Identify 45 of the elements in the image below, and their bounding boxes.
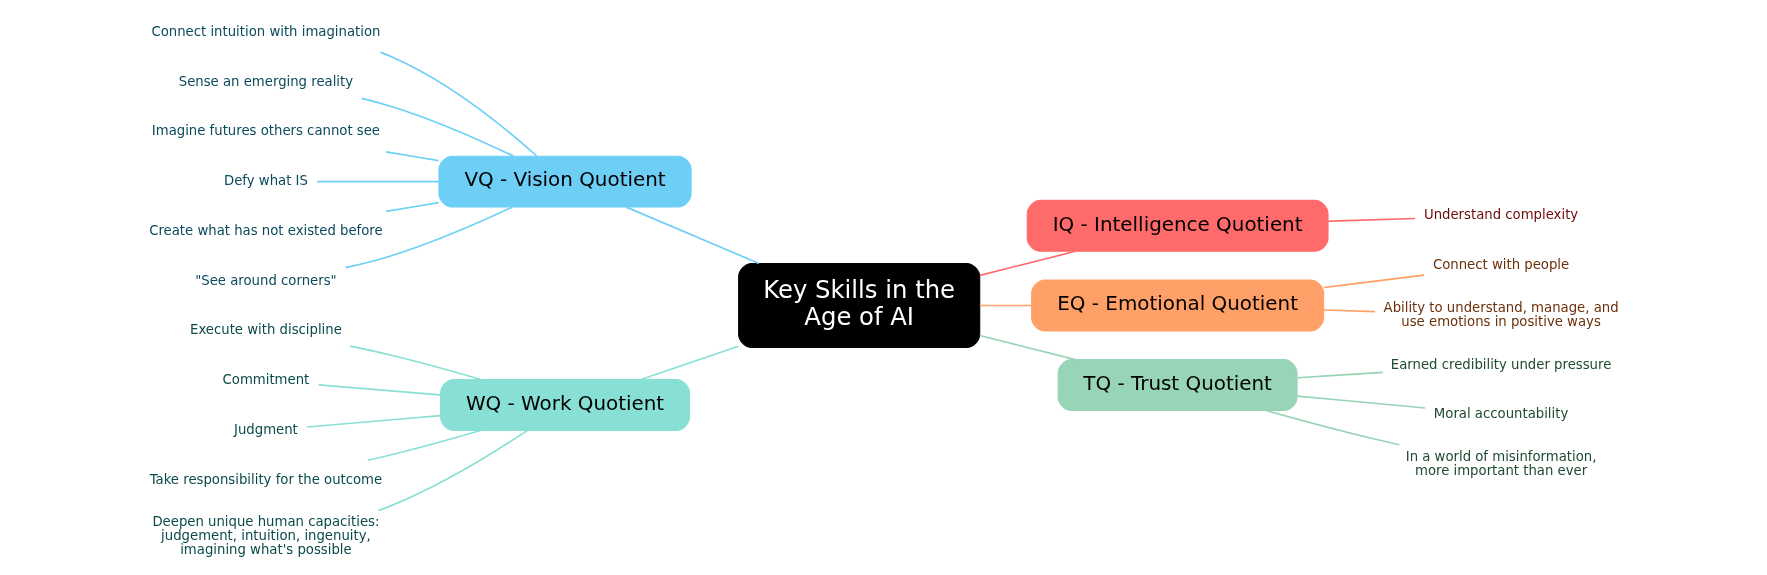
connector — [377, 429, 528, 512]
node-text: Earned credibility under pressure — [1390, 356, 1612, 372]
connector — [317, 384, 442, 396]
connector — [1327, 217, 1416, 223]
node-box: IQ - Intelligence Quotient — [1026, 199, 1329, 252]
node-box: Key Skills in the Age of AI — [738, 262, 981, 349]
connector — [367, 429, 482, 462]
node-text: In a world of misinformation, more important than ever — [1405, 448, 1597, 479]
node-text: Commitment — [222, 372, 310, 388]
connector — [1265, 409, 1401, 446]
node-text: Imagine futures others cannot see — [151, 123, 381, 139]
node-text: Take responsibility for the outcome — [149, 471, 383, 487]
node-text: Create what has not existed before — [149, 222, 383, 238]
connector — [1296, 371, 1384, 379]
connector — [1323, 274, 1425, 289]
node-text: Deepen unique human capacities: judgement, intuition, ingenuity, imagining what's possible — [152, 513, 380, 558]
connector — [979, 334, 1077, 361]
node-box: TQ - Trust Quotient — [1057, 359, 1298, 412]
node-text: "See around corners" — [195, 272, 337, 288]
connector — [979, 250, 1077, 277]
node-box: WQ - Work Quotient — [440, 379, 690, 431]
connector — [1296, 395, 1426, 409]
connector — [306, 414, 442, 428]
node-text: Ability to understand, manage, and use emotions in positive ways — [1383, 299, 1619, 330]
node-text: Connect with people — [1432, 257, 1570, 273]
node-text: Execute with discipline — [190, 322, 342, 338]
node-text: Moral accountability — [1433, 406, 1569, 422]
connector — [385, 151, 440, 162]
connector — [344, 206, 513, 269]
connector — [979, 304, 1033, 307]
connector — [316, 180, 440, 183]
node-text: Understand complexity — [1423, 207, 1579, 223]
connector — [385, 201, 440, 213]
connector — [625, 206, 760, 265]
node-box: VQ - Vision Quotient — [438, 155, 692, 208]
node-text: Defy what IS — [223, 173, 308, 189]
node-text: Connect intuition with imagination — [151, 23, 381, 39]
connector — [1323, 309, 1376, 313]
node-text: Judgment — [234, 421, 298, 437]
node-text: Sense an emerging reality — [178, 73, 354, 89]
connector — [379, 51, 538, 157]
connector — [640, 345, 740, 381]
node-box: EQ - Emotional Quotient — [1031, 279, 1325, 332]
connector — [360, 97, 515, 157]
connector — [349, 345, 482, 381]
